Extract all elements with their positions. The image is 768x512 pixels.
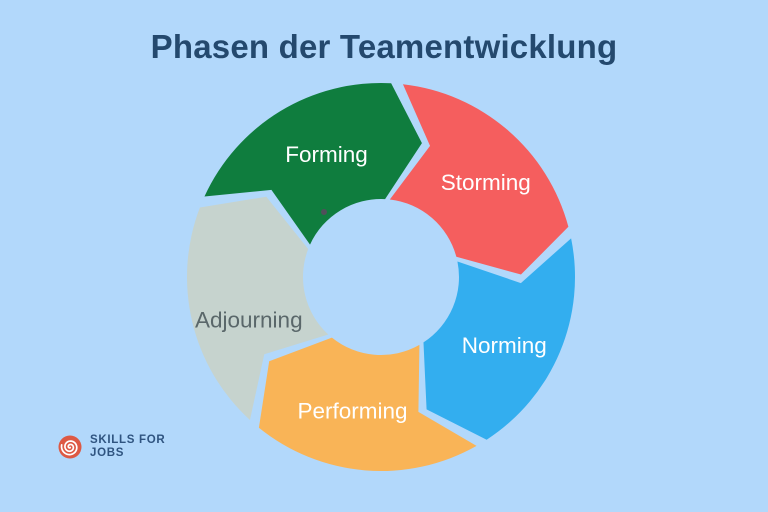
segment-adjourning [187, 196, 329, 421]
segment-norming [423, 238, 576, 440]
logo-text-line2: JOBS [90, 447, 125, 459]
logo-text-line1: SKILLS FOR [90, 434, 166, 446]
spiral-icon [58, 435, 82, 459]
segment-storming [389, 84, 569, 275]
segment-label-norming: Norming [462, 333, 547, 358]
segment-label-storming: Storming [441, 170, 531, 195]
stray-dot [321, 209, 327, 215]
logo-text: SKILLS FOR JOBS [90, 434, 165, 460]
segment-label-performing: Performing [297, 399, 407, 424]
segment-performing [258, 337, 477, 472]
segment-label-forming: Forming [285, 142, 368, 167]
page-title: Phasen der Teamentwicklung [150, 28, 618, 65]
spiral-icon-curve [60, 440, 78, 456]
segment-label-adjourning: Adjourning [195, 307, 303, 332]
logo: SKILLS FOR JOBS [58, 434, 165, 460]
segment-forming [204, 83, 422, 245]
